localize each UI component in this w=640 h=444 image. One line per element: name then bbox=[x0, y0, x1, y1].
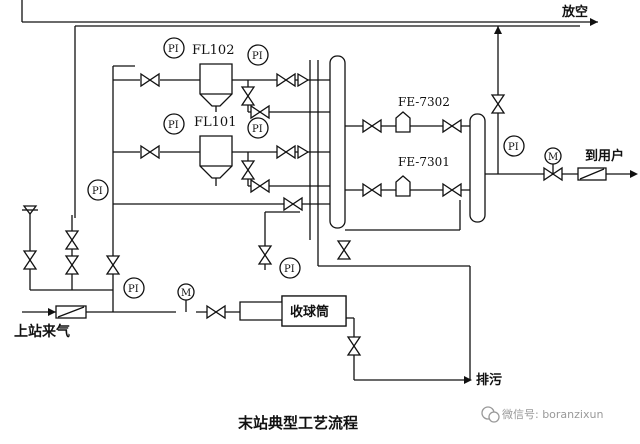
gate-valve-icon bbox=[140, 144, 160, 160]
gate-valve-icon bbox=[140, 72, 160, 88]
pressure-indicator: PI bbox=[123, 277, 145, 299]
up-arrow-icon bbox=[494, 26, 502, 34]
gate-valve-icon bbox=[336, 240, 352, 260]
pi-tag: PI bbox=[508, 142, 519, 153]
pressure-indicator: PI bbox=[247, 117, 269, 139]
pressure-indicator: PI bbox=[163, 37, 185, 59]
gate-valve-icon bbox=[64, 230, 80, 250]
outlet-header bbox=[469, 113, 486, 223]
gate-valve-icon bbox=[362, 182, 382, 198]
flow-meter-fe7301-icon bbox=[395, 175, 411, 197]
pressure-indicator: PI bbox=[279, 257, 301, 279]
check-valve-icon bbox=[297, 72, 310, 88]
figure-title: 末站典型工艺流程 bbox=[238, 414, 358, 432]
flow-meter-fe7302-icon bbox=[395, 111, 411, 133]
pi-tag: PI bbox=[92, 186, 103, 197]
pressure-indicator: PI bbox=[87, 179, 109, 201]
gate-valve-icon bbox=[490, 94, 506, 114]
safety-valve-icon bbox=[22, 205, 38, 216]
pi-tag: PI bbox=[252, 124, 263, 135]
pi-tag: PI bbox=[284, 264, 295, 275]
gate-valve-icon bbox=[250, 178, 270, 194]
vertical-valves bbox=[22, 86, 506, 356]
meter-fe7301-label: FE-7301 bbox=[398, 155, 450, 169]
pressure-indicator: PI bbox=[503, 135, 525, 157]
inlet-header bbox=[329, 55, 346, 229]
watermark-text: 微信号: boranzixun bbox=[502, 407, 603, 421]
pig-receiver-label: 收球筒 bbox=[290, 304, 329, 320]
gate-valve-icon bbox=[346, 336, 362, 356]
drain-label: 排污 bbox=[476, 372, 502, 388]
user-arrow-icon bbox=[630, 170, 638, 178]
pi-tag: PI bbox=[128, 284, 139, 295]
gate-valve-icon bbox=[283, 196, 303, 212]
pressure-indicator: PI bbox=[247, 44, 269, 66]
to-user-label: 到用户 bbox=[585, 148, 624, 164]
pi-tag: PI bbox=[168, 44, 179, 55]
vent-arrow-icon bbox=[590, 18, 598, 26]
gate-valve-icon bbox=[105, 255, 121, 275]
pi-tag: PI bbox=[252, 51, 263, 62]
gate-valve-icon bbox=[276, 144, 296, 160]
inlet-arrow-icon bbox=[48, 308, 56, 316]
gate-valve-icon bbox=[276, 72, 296, 88]
motor-valve-outlet: M bbox=[544, 147, 562, 174]
drain-arrow-icon bbox=[464, 376, 472, 384]
gate-valve-icon bbox=[442, 182, 462, 198]
gate-valve-icon bbox=[240, 86, 256, 106]
pressure-indicator: PI bbox=[163, 113, 185, 135]
motor-valve-inlet: M bbox=[177, 283, 195, 312]
meter-fe7302-label: FE-7302 bbox=[398, 95, 450, 109]
gate-valve-icon bbox=[257, 245, 273, 265]
filter-fl101 bbox=[199, 135, 233, 186]
gate-valve-icon bbox=[442, 118, 462, 134]
gate-valve-icon bbox=[206, 304, 226, 320]
pig-receiver bbox=[239, 295, 347, 327]
filter-fl101-label: FL101 bbox=[194, 115, 236, 130]
filter-fl102 bbox=[199, 63, 233, 112]
horizontal-valves bbox=[140, 72, 563, 320]
gate-valve-icon bbox=[64, 255, 80, 275]
gate-valve-icon bbox=[250, 104, 270, 120]
motor-tag: M bbox=[181, 288, 191, 299]
gate-valve-icon bbox=[240, 160, 256, 180]
vent-label: 放空 bbox=[561, 4, 588, 20]
gate-valve-icon bbox=[22, 250, 38, 270]
pressure-indicators: PI PI PI PI PI PI PI PI bbox=[87, 37, 525, 299]
watermark: 微信号: boranzixun bbox=[481, 406, 603, 423]
pi-tag: PI bbox=[168, 120, 179, 131]
gate-valve-icon bbox=[362, 118, 382, 134]
filter-fl102-label: FL102 bbox=[192, 43, 234, 58]
check-valve-icon bbox=[297, 144, 310, 160]
inlet-label: 上站来气 bbox=[14, 323, 70, 340]
motor-tag: M bbox=[548, 152, 558, 163]
